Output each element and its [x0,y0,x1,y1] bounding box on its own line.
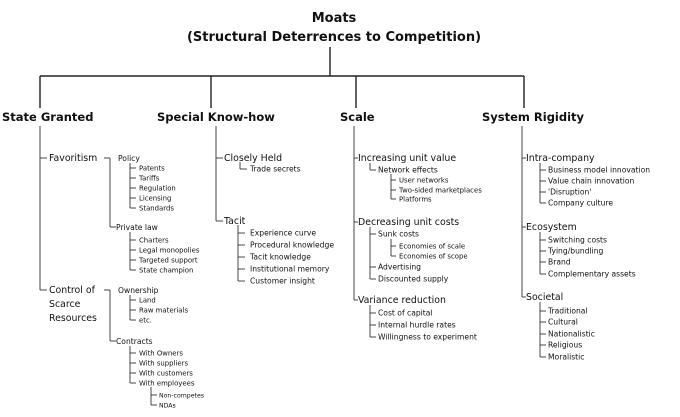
private-law-item: State champion [139,267,193,275]
private-law-item: Legal monopolies [139,247,200,255]
top-connectors [39,47,525,108]
column-state-granted: Favoritism Policy Private law Patents Ta… [39,126,204,410]
societal-item: Religious [548,341,582,350]
ecosystem-item: Complementary assets [548,270,636,279]
tacit-item: Tacit knowledge [249,253,311,262]
closely-held-label: Closely Held [224,153,282,164]
variance-reduction-label: Variance reduction [358,295,446,306]
column-scale: Increasing unit value Decreasing unit co… [353,126,482,342]
intra-company-label: Intra-company [526,153,595,164]
sunk-costs-item: Economies of scale [399,243,465,251]
contracts-item: With customers [139,370,193,378]
heading-special-know-how: Special Know-how [157,110,275,124]
employee-item: Non-competes [159,393,204,400]
ownership-label: Ownership [118,286,159,295]
favoritism-label: Favoritism [49,153,97,164]
tacit-item: Customer insight [250,277,315,286]
policy-item: Patents [139,165,165,173]
control-label-line: Scarce [49,299,81,310]
policy-item: Tariffs [138,175,160,183]
societal-item: Nationalistic [548,330,595,339]
contracts-item: With Owners [139,350,183,358]
ownership-item: Land [139,297,156,305]
network-effects-label: Network effects [378,166,438,175]
societal-item: Traditional [547,307,588,316]
ownership-item: etc. [139,317,152,325]
contracts-label: Contracts [116,337,153,346]
policy-item: Licensing [139,195,171,203]
policy-label: Policy [118,154,140,163]
decreasing-item: Discounted supply [378,275,449,284]
societal-item: Moralistic [548,353,584,362]
tacit-label: Tacit [223,216,246,227]
variance-item: Cost of capital [378,309,433,318]
column-special-know-how: Closely Held Tacit Trade secrets Experie… [215,126,334,286]
policy-item: Standards [139,205,174,213]
column-system-rigidity: Intra-company Ecosystem Societal Busines… [521,126,650,362]
diagram-subtitle: (Structural Deterrences to Competition) [187,30,481,45]
societal-item: Cultural [548,318,578,327]
intra-company-item: 'Disruption' [548,188,591,197]
private-law-item: Charters [139,237,169,245]
intra-company-item: Value chain innovation [548,177,635,186]
ecosystem-label: Ecosystem [526,222,577,233]
diagram-title: Moats [312,11,357,26]
variance-item: Internal hurdle rates [378,321,456,330]
network-effects-item: Two-sided marketplaces [398,187,482,195]
decreasing-unit-costs-label: Decreasing unit costs [358,217,459,228]
network-effects-item: Platforms [399,196,432,204]
heading-scale: Scale [340,110,375,124]
societal-label: Societal [526,292,563,303]
ecosystem-item: Switching costs [548,236,607,245]
closely-held-item: Trade secrets [249,165,301,174]
tacit-item: Experience curve [250,229,316,238]
sunk-costs-label: Sunk costs [378,230,419,239]
ownership-item: Raw materials [139,307,188,315]
heading-state-granted: State Granted [2,110,93,124]
private-law-item: Targeted support [138,257,198,265]
ecosystem-item: Brand [548,258,571,267]
tacit-item: Procedural knowledge [250,241,334,250]
contracts-item: With suppliers [139,360,188,368]
network-effects-item: User networks [399,177,449,185]
policy-item: Regulation [139,185,176,193]
ecosystem-item: Tying/bundling [547,247,604,256]
decreasing-item: Advertising [378,263,421,272]
increasing-unit-value-label: Increasing unit value [358,153,456,164]
contracts-item: With employees [139,380,195,388]
intra-company-item: Business model innovation [548,166,650,175]
intra-company-item: Company culture [548,199,613,208]
heading-system-rigidity: System Rigidity [482,110,585,124]
sunk-costs-item: Economies of scope [399,253,468,261]
employee-item: NDAs [159,403,176,410]
variance-item: Willingness to experiment [378,333,477,342]
control-label-line: Control of [49,285,96,296]
tacit-item: Institutional memory [250,265,330,274]
control-label-line: Resources [49,313,97,324]
private-law-label: Private law [116,223,158,232]
